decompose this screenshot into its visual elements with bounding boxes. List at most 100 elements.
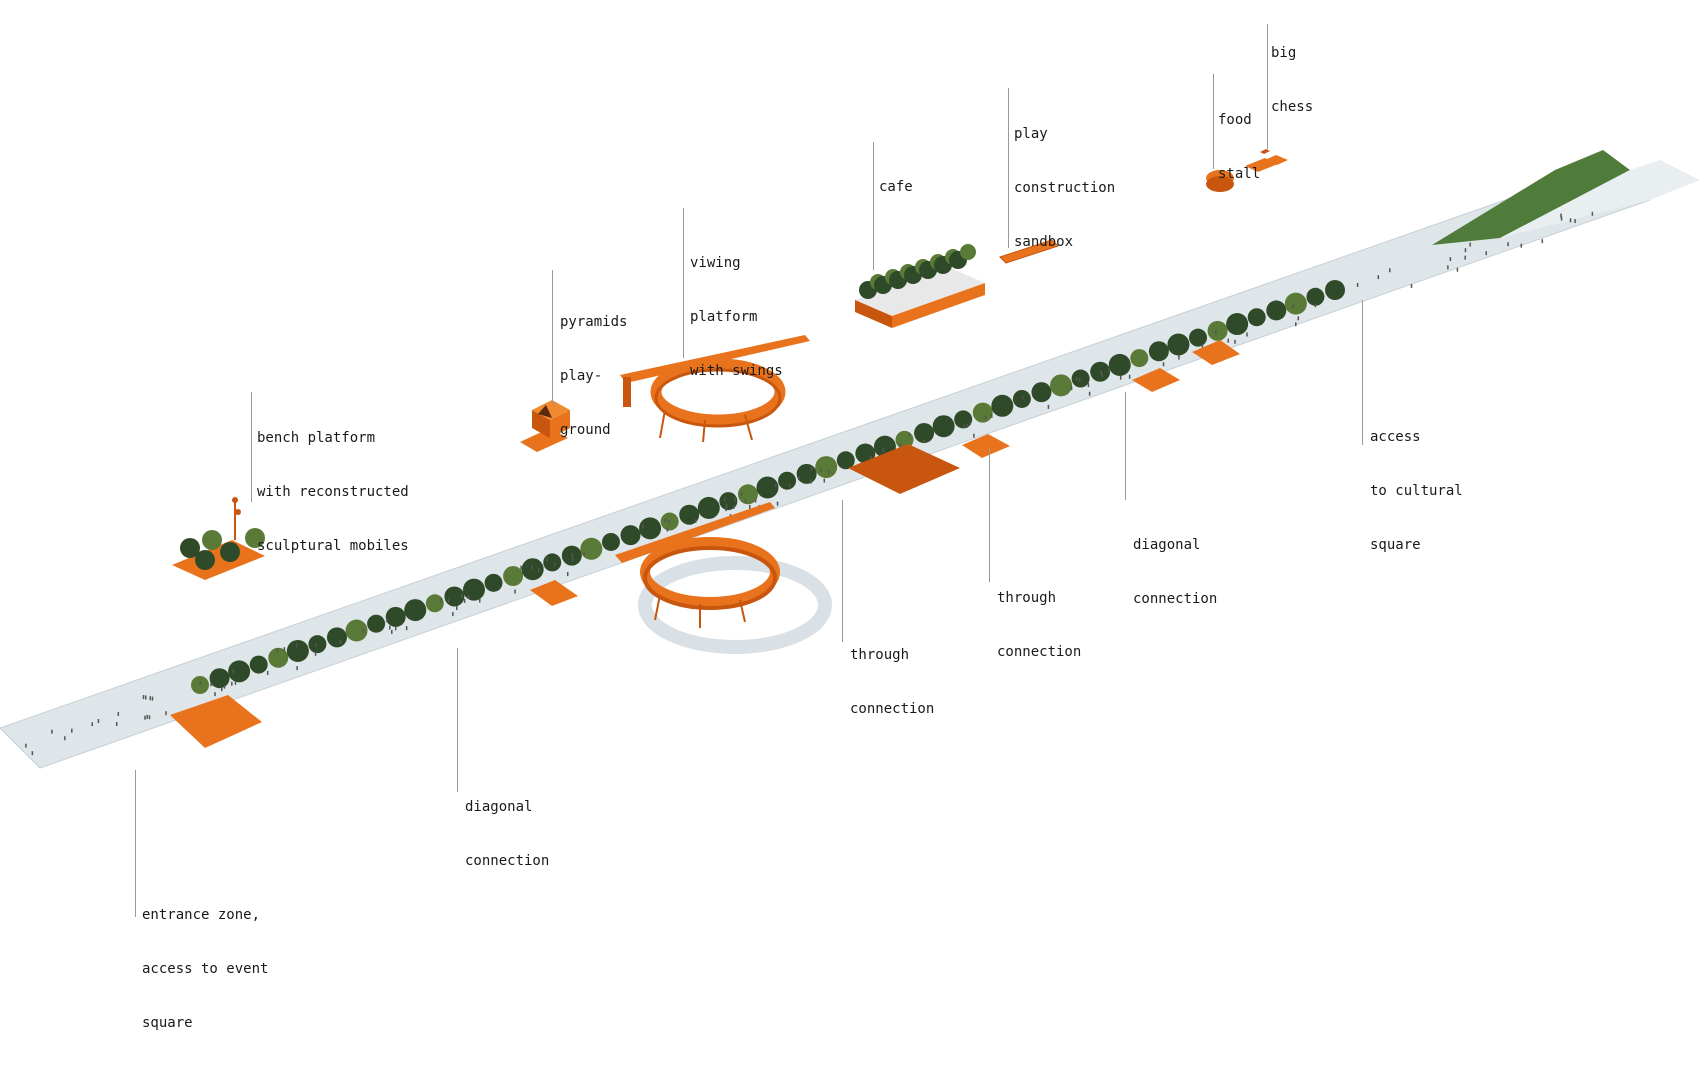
pedestrian (1449, 257, 1452, 262)
label-line: bench platform (257, 430, 376, 446)
label-line: chess (1271, 99, 1314, 115)
tree (345, 619, 368, 642)
detail-pyramids-playground (520, 400, 570, 452)
pedestrian (1021, 395, 1024, 400)
label-line: diagonal (1133, 537, 1201, 553)
pedestrian (788, 483, 791, 488)
pedestrian (1569, 218, 1572, 223)
tree (1226, 313, 1249, 336)
pedestrian (1162, 362, 1165, 367)
pedestrian (810, 466, 813, 471)
tree (444, 586, 465, 607)
leader-diagonal-left (457, 648, 458, 792)
pedestrian (440, 598, 442, 603)
site-drawing (0, 149, 1700, 769)
ring-platform-main (615, 502, 780, 628)
leader-pyramids-playground (552, 270, 553, 405)
tree (1207, 320, 1228, 341)
pedestrian (214, 692, 216, 697)
pedestrian (775, 483, 777, 488)
pedestrian (694, 518, 697, 523)
pedestrian (405, 626, 408, 631)
tree (580, 537, 603, 560)
tree (367, 614, 386, 633)
leader-big-chess (1267, 24, 1268, 149)
leader-through-right (989, 448, 990, 582)
pedestrian (744, 499, 747, 504)
label-line: connection (850, 701, 935, 717)
label-line: connection (465, 853, 550, 869)
pedestrian (797, 476, 800, 481)
leader-diagonal-right (1125, 392, 1126, 500)
tree (326, 627, 347, 648)
pedestrian (531, 565, 534, 570)
pedestrian (1292, 304, 1294, 309)
pedestrian (1119, 375, 1122, 380)
ring-shadow (638, 556, 832, 654)
tree (220, 542, 240, 562)
label-line: entrance zone, (142, 907, 261, 923)
pedestrian (391, 629, 393, 634)
tree (972, 402, 993, 423)
label-pyramids-playground: pyramids play- ground (560, 277, 627, 475)
tree (815, 456, 838, 479)
pedestrian (199, 681, 202, 686)
pedestrian (1485, 251, 1487, 256)
label-food-stall: food stall (1218, 75, 1260, 219)
pedestrian (362, 628, 365, 633)
pedestrian (115, 721, 118, 726)
label-line: viwing (690, 255, 741, 271)
diagonal-zone-left (530, 580, 578, 606)
pedestrian (283, 647, 286, 652)
label-line: access to event (142, 961, 269, 977)
tree (1325, 280, 1345, 300)
label-line: square (142, 1015, 193, 1031)
tree-cluster-cafe (859, 244, 976, 299)
pedestrian (1295, 322, 1297, 327)
tree (1306, 287, 1325, 306)
label-line: diagonal (465, 799, 533, 815)
pedestrian (724, 497, 726, 502)
label-big-chess: big chess (1271, 8, 1313, 152)
leader-food-stall (1213, 74, 1214, 169)
tree (286, 639, 309, 662)
tree (209, 668, 230, 689)
pedestrian (1201, 343, 1204, 348)
label-play-sandbox: play construction sandbox (1014, 89, 1115, 287)
pedestrian (571, 553, 573, 558)
pedestrian (1078, 377, 1081, 382)
tree (308, 635, 327, 654)
pedestrian (1389, 268, 1391, 273)
pedestrian (1101, 373, 1103, 378)
pedestrian (234, 680, 237, 685)
label-line: to cultural (1370, 483, 1463, 499)
pedestrian (223, 684, 226, 689)
pedestrian (966, 423, 969, 428)
leader-through-center (842, 500, 843, 642)
label-line: cafe (879, 179, 913, 195)
tree (249, 655, 268, 674)
tree (719, 492, 738, 511)
pedestrian (315, 642, 317, 647)
tree (697, 496, 720, 519)
pedestrian (97, 719, 100, 724)
tree (620, 525, 641, 546)
pedestrian (149, 696, 151, 701)
pedestrian (51, 729, 53, 734)
pedestrian (1574, 219, 1576, 224)
leader-play-sandbox (1008, 88, 1009, 248)
label-through-connection-right: through connection (997, 553, 1081, 697)
tree (245, 528, 265, 548)
pedestrian (276, 648, 279, 653)
label-line: big (1271, 45, 1297, 61)
pedestrian (1178, 355, 1180, 360)
label-bench-platform: bench platform with reconstructed sculpt… (257, 393, 409, 591)
pedestrian (1507, 242, 1509, 247)
pedestrian (295, 643, 298, 648)
pedestrian (664, 518, 667, 523)
pedestrian (973, 433, 975, 438)
pedestrian (1356, 282, 1359, 287)
pedestrian (210, 682, 212, 687)
tree-cluster-bench (180, 528, 265, 570)
pedestrian (1541, 239, 1544, 244)
